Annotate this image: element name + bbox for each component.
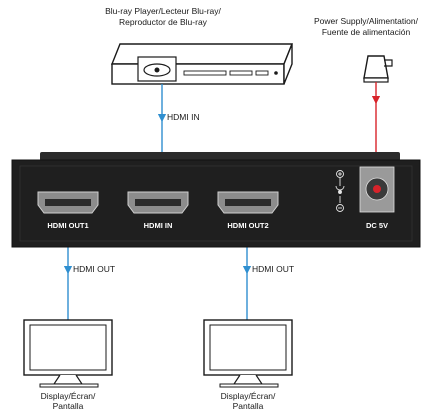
power-label-line1: Power Supply/Alimentation/ [314,16,418,26]
polarity-icon [335,170,345,212]
hdmi-out-right-label: HDMI OUT [252,264,295,274]
bluray-label-line1: Blu-ray Player/Lecteur Blu-ray/ [105,6,221,16]
bluray-player-icon [110,43,294,85]
port1-label: HDMI OUT1 [47,221,89,230]
power-port-label: DC 5V [365,221,389,230]
display-left-label-line2: Pantalla [52,401,84,411]
dc-power-jack [359,166,395,213]
display-right-icon [203,319,293,388]
hdmi-in-label: HDMI IN [167,112,200,122]
display-left-icon [23,319,113,388]
bluray-label-line2: Reproductor de Blu-ray [119,17,207,27]
power-label-line2: Fuente de alimentación [321,27,411,37]
power-adapter-icon [363,55,393,83]
hdmi-out-left-label: HDMI OUT [73,264,116,274]
hdmi-out1-port [37,191,99,214]
hdmi-in-port [127,191,189,214]
port2-label: HDMI IN [143,221,173,230]
port3-label: HDMI OUT2 [227,221,269,230]
hdmi-out2-port [217,191,279,214]
hdmi-splitter-device [11,152,421,248]
display-right-label-line2: Pantalla [232,401,264,411]
display-left-label-line1: Display/Écran/ [40,391,96,401]
display-right-label-line1: Display/Écran/ [220,391,276,401]
